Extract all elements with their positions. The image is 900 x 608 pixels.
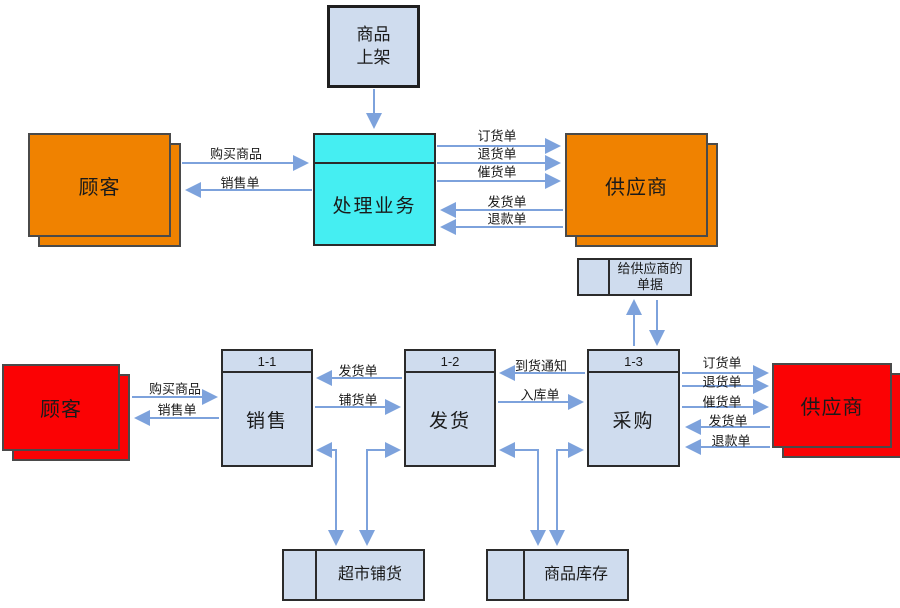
flow-label-arrival-notice: 到货通知: [514, 358, 568, 374]
process-label: 处理业务: [332, 195, 417, 217]
connector-shipping-inventory: [499, 442, 546, 546]
process-id: 1-3: [589, 351, 678, 373]
connector-shipping-supermarket: [359, 442, 401, 546]
connector-purchasing-inventory: [549, 442, 584, 546]
entity-customer-top: 顾客: [28, 133, 181, 247]
datastore-supplier-docs: 给供应商的 单据: [577, 258, 692, 296]
flow-label-warehouse-receipt: 入库单: [520, 387, 560, 403]
entity-label: 供应商: [772, 363, 892, 448]
process-label: 发货: [428, 410, 471, 432]
datastore-label: 商品库存: [543, 566, 608, 583]
datastore-tab: [579, 260, 610, 294]
flow-label-buy-top: 购买商品: [209, 146, 263, 162]
datastore-tab: [284, 551, 317, 599]
flow-label-refund-bottom: 退款单: [711, 433, 751, 449]
flow-label-urge-bottom: 催货单: [702, 394, 742, 410]
flow-label-return-top: 退货单: [477, 146, 517, 162]
datastore-label: 超市铺货: [337, 566, 402, 583]
process-label: 采购: [612, 410, 655, 432]
datastore-label: 给供应商的 单据: [617, 260, 683, 292]
flow-label-ship-mid: 发货单: [338, 363, 378, 379]
process-id: 1-2: [406, 351, 494, 373]
flow-label-sales-order-bottom: 销售单: [157, 402, 197, 418]
process-header: [315, 135, 434, 164]
flow-label-sales-order-top: 销售单: [220, 175, 260, 191]
entity-label: 供应商: [565, 133, 708, 237]
flow-label-order-top: 订货单: [477, 128, 517, 144]
process-handle-business: 处理业务: [313, 133, 436, 246]
entity-supplier-top: 供应商: [565, 133, 718, 247]
node-product-listing: 商品 上架: [327, 5, 420, 88]
flow-label-buy-bottom: 购买商品: [148, 381, 202, 397]
flow-label-refund-top: 退款单: [487, 211, 527, 227]
datastore-product-inventory: 商品库存: [486, 549, 629, 601]
entity-label: 顾客: [2, 364, 120, 451]
flow-label-stock-mid: 铺货单: [338, 392, 378, 408]
process-purchasing: 1-3 采购: [587, 349, 680, 467]
process-id: 1-1: [223, 351, 311, 373]
datastore-supermarket-stock: 超市铺货: [282, 549, 425, 601]
process-shipping: 1-2 发货: [404, 349, 496, 467]
flow-label-urge-top: 催货单: [477, 164, 517, 180]
entity-customer-bottom: 顾客: [2, 364, 130, 461]
connector-sales-supermarket: [316, 442, 344, 546]
flow-label-order-bottom: 订货单: [702, 355, 742, 371]
flow-label-ship-bottom: 发货单: [708, 413, 748, 429]
entity-supplier-bottom: 供应商: [772, 363, 900, 458]
process-sales: 1-1 销售: [221, 349, 313, 467]
flow-label-ship-top: 发货单: [487, 194, 527, 210]
process-label: 销售: [245, 410, 288, 432]
entity-label: 顾客: [28, 133, 171, 237]
datastore-tab: [488, 551, 525, 599]
flow-label-return-bottom: 退货单: [702, 374, 742, 390]
